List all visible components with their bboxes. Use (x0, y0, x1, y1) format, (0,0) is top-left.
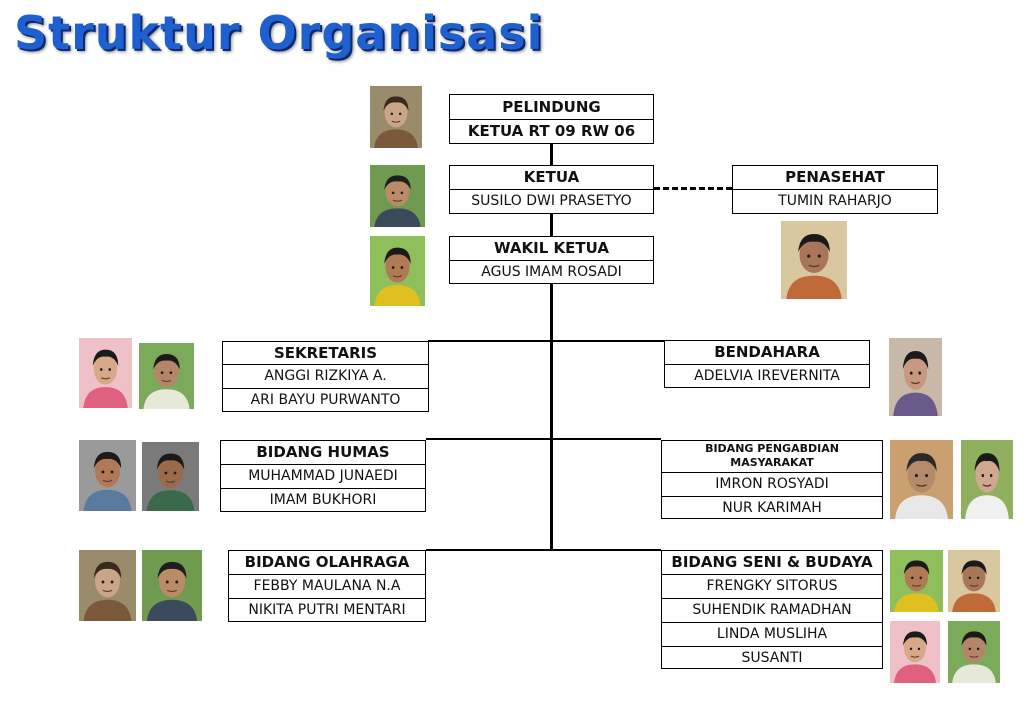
member-wakil-ketua: AGUS IMAM ROSADI (450, 260, 653, 283)
person-photo-icon (890, 440, 953, 519)
role-pelindung: PELINDUNG (502, 98, 601, 116)
photo-seni-1 (890, 550, 943, 612)
photo-penasehat (781, 221, 847, 299)
box-humas: BIDANG HUMAS MUHAMMAD JUNAEDI IMAM BUKHO… (220, 440, 426, 512)
person-photo-icon (142, 550, 202, 621)
photo-sekretaris-1 (79, 338, 132, 408)
person-photo-icon (79, 440, 136, 511)
member-ketua: SUSILO DWI PRASETYO (450, 189, 653, 213)
box-bendahara: BENDAHARA ADELVIA IREVERNITA (664, 340, 870, 388)
person-photo-icon (948, 550, 1000, 612)
person-photo-icon (781, 221, 847, 299)
photo-bendahara (889, 338, 942, 416)
person-photo-icon (890, 621, 940, 683)
photo-ketua (370, 165, 425, 227)
page-title: Struktur Organisasi (14, 6, 544, 60)
person-photo-icon (961, 440, 1013, 519)
role-penasehat: PENASEHAT (785, 168, 885, 186)
person-photo-icon (139, 343, 194, 409)
role-pengabdian: BIDANG PENGABDIAN MASYARAKAT (705, 442, 839, 469)
connector-olahraga (426, 549, 551, 551)
photo-humas-2 (142, 442, 199, 511)
box-penasehat: PENASEHAT TUMIN RAHARJO (732, 165, 938, 214)
role-humas: BIDANG HUMAS (256, 443, 390, 461)
person-photo-icon (370, 86, 422, 148)
box-pelindung: PELINDUNG KETUA RT 09 RW 06 (449, 94, 654, 144)
role-sekretaris: SEKRETARIS (273, 344, 378, 362)
member-sekretaris-2: ARI BAYU PURWANTO (223, 388, 428, 411)
person-photo-icon (948, 621, 1000, 683)
person-photo-icon (79, 338, 132, 408)
connector-pengabdian (551, 438, 661, 440)
box-pengabdian: BIDANG PENGABDIAN MASYARAKAT IMRON ROSYA… (661, 440, 883, 519)
person-photo-icon (142, 442, 199, 511)
photo-pelindung (370, 86, 422, 148)
connector-sekretaris (428, 340, 551, 342)
box-wakil-ketua: WAKIL KETUA AGUS IMAM ROSADI (449, 236, 654, 284)
member-bendahara: ADELVIA IREVERNITA (665, 364, 869, 387)
photo-wakil-ketua (370, 236, 425, 306)
role-bendahara: BENDAHARA (714, 343, 820, 361)
role-ketua: KETUA (523, 168, 580, 186)
person-photo-icon (889, 338, 942, 416)
member-seni-2: SUHENDIK RAMADHAN (662, 598, 882, 622)
photo-sekretaris-2 (139, 343, 194, 409)
photo-seni-2 (948, 550, 1000, 612)
box-ketua: KETUA SUSILO DWI PRASETYO (449, 165, 654, 214)
role-olahraga: BIDANG OLAHRAGA (244, 553, 410, 571)
connector-penasehat-dashed (654, 187, 732, 190)
role-wakil-ketua: WAKIL KETUA (494, 239, 609, 257)
member-olahraga-1: FEBBY MAULANA N.A (229, 574, 425, 598)
member-humas-1: MUHAMMAD JUNAEDI (221, 464, 425, 488)
photo-seni-3 (890, 621, 940, 683)
member-humas-2: IMAM BUKHORI (221, 488, 425, 511)
role-seni: BIDANG SENI & BUDAYA (671, 553, 873, 571)
member-penasehat: TUMIN RAHARJO (733, 189, 937, 213)
member-seni-4: SUSANTI (662, 646, 882, 669)
member-pengabdian-2: NUR KARIMAH (662, 496, 882, 519)
trunk-line (550, 144, 553, 550)
connector-seni (551, 549, 661, 551)
box-olahraga: BIDANG OLAHRAGA FEBBY MAULANA N.A NIKITA… (228, 550, 426, 622)
person-photo-icon (370, 236, 425, 306)
member-seni-1: FRENGKY SITORUS (662, 574, 882, 598)
member-seni-3: LINDA MUSLIHA (662, 622, 882, 646)
photo-seni-4 (948, 621, 1000, 683)
member-pengabdian-1: IMRON ROSYADI (662, 472, 882, 496)
photo-olahraga-2 (142, 550, 202, 621)
connector-humas (426, 438, 551, 440)
photo-pengabdian-1 (890, 440, 953, 519)
member-pelindung: KETUA RT 09 RW 06 (450, 119, 653, 143)
photo-pengabdian-2 (961, 440, 1013, 519)
member-sekretaris-1: ANGGI RIZKIYA A. (223, 364, 428, 388)
person-photo-icon (79, 550, 136, 621)
photo-olahraga-1 (79, 550, 136, 621)
box-sekretaris: SEKRETARIS ANGGI RIZKIYA A. ARI BAYU PUR… (222, 341, 429, 412)
person-photo-icon (370, 165, 425, 227)
person-photo-icon (890, 550, 943, 612)
connector-bendahara (551, 340, 664, 342)
box-seni: BIDANG SENI & BUDAYA FRENGKY SITORUS SUH… (661, 550, 883, 669)
member-olahraga-2: NIKITA PUTRI MENTARI (229, 598, 425, 621)
photo-humas-1 (79, 440, 136, 511)
